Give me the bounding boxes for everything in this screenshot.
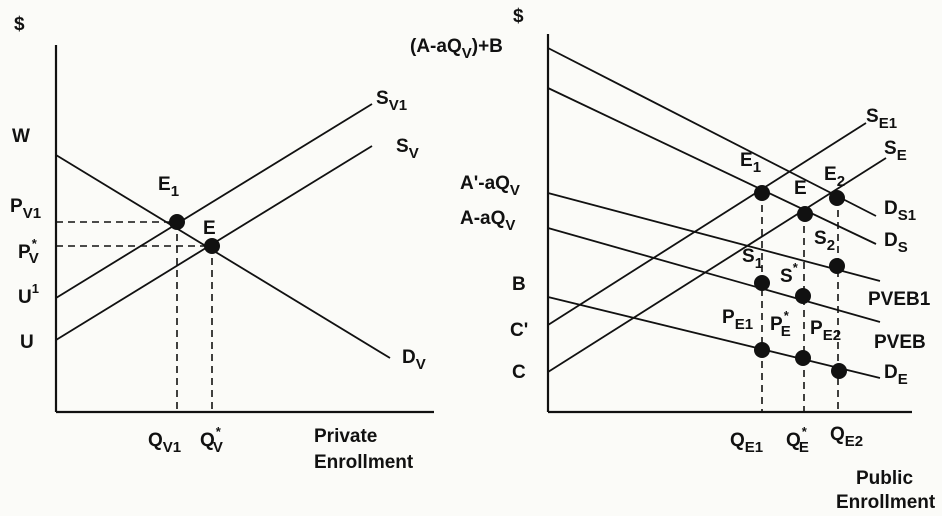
label-sstar: S* xyxy=(780,260,799,287)
tick-a-aqv: A-aQV xyxy=(460,208,515,234)
point-e-left xyxy=(204,238,220,254)
label-sv: SV xyxy=(396,136,419,162)
label-e1-right: E1 xyxy=(740,150,761,176)
tick-cprime: C' xyxy=(510,320,528,341)
label-e2-right: E2 xyxy=(824,164,845,190)
left-x-axis-title-line2: Enrollment xyxy=(314,452,414,473)
label-se: SE xyxy=(884,138,907,164)
right-y-axis-label: $ xyxy=(513,6,524,27)
tick-b: B xyxy=(512,274,526,295)
curve-pveb xyxy=(547,227,881,323)
point-pe2 xyxy=(831,363,847,379)
point-e-right xyxy=(797,206,813,222)
tick-aprime-aqv: A'-aQV xyxy=(460,173,520,199)
label-e-right: E xyxy=(794,178,807,199)
tick-qestar: Q*E xyxy=(786,424,809,456)
tick-u1: U1 xyxy=(18,281,39,308)
label-se1: SE1 xyxy=(866,106,897,132)
tick-qv1: QV1 xyxy=(148,430,181,456)
label-pe1: PE1 xyxy=(722,307,753,333)
curve-de xyxy=(547,296,881,379)
tick-qe2: QE2 xyxy=(830,424,863,450)
label-pe2: PE2 xyxy=(810,318,841,344)
label-s1: S1 xyxy=(742,246,763,272)
label-pveb1: PVEB1 xyxy=(868,289,931,310)
right-x-axis-title-line1: Public xyxy=(856,468,913,489)
curve-ds xyxy=(547,87,877,245)
left-y-axis-label: $ xyxy=(14,14,25,35)
point-pestar xyxy=(795,350,811,366)
label-e1-left: E1 xyxy=(158,174,179,200)
tick-a-aqv-plus-b: (A-aQV)+B xyxy=(410,36,503,62)
label-dv: DV xyxy=(402,347,426,373)
label-e-left: E xyxy=(203,218,216,239)
curve-pveb1 xyxy=(547,192,881,282)
point-sstar xyxy=(795,288,811,304)
tick-pv1: PV1 xyxy=(10,196,41,222)
tick-c: C xyxy=(512,362,526,383)
label-de: DE xyxy=(884,362,908,388)
left-x-axis-title-line1: Private xyxy=(314,426,377,447)
point-s1 xyxy=(754,275,770,291)
tick-qe1: QE1 xyxy=(730,430,763,456)
curve-se1 xyxy=(547,122,867,326)
label-pestar: P*E xyxy=(770,308,791,340)
point-e1-left xyxy=(169,214,185,230)
curve-se xyxy=(547,157,887,373)
point-pe1 xyxy=(754,342,770,358)
tick-qvstar: Q*V xyxy=(200,424,223,456)
label-sv1: SV1 xyxy=(376,88,407,114)
left-panel: $ W PV1 P*V U1 U QV1 Q*V Private Enrollm… xyxy=(10,14,434,473)
point-e1-right xyxy=(754,185,770,201)
tick-w: W xyxy=(12,126,30,147)
right-x-axis-title-line2: Enrollment xyxy=(836,492,936,513)
label-ds: DS xyxy=(884,230,908,256)
label-s2: S2 xyxy=(814,228,835,254)
tick-pvstar: P*V xyxy=(18,236,39,267)
curve-ds1 xyxy=(547,47,877,217)
tick-u: U xyxy=(20,332,34,353)
point-e2-right xyxy=(829,190,845,206)
curve-sv1 xyxy=(55,103,373,299)
label-pveb: PVEB xyxy=(874,332,926,353)
point-s2 xyxy=(829,258,845,274)
curve-dv xyxy=(55,154,391,359)
right-panel: $ (A-aQV)+B A'-aQV A-aQV B C' C QE1 Q xyxy=(410,6,936,513)
label-ds1: DS1 xyxy=(884,198,916,224)
